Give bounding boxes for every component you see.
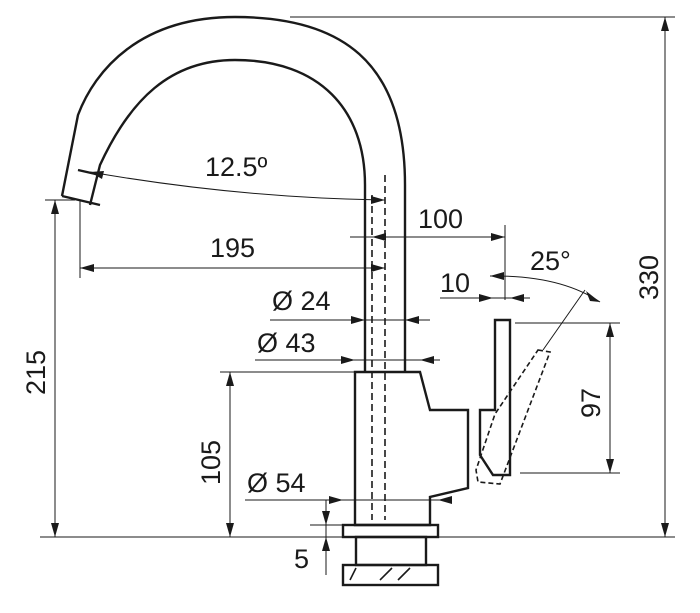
dim-handle-offset: 100 <box>350 204 506 300</box>
dim-outlet-height-label: 215 <box>21 350 51 395</box>
dim-handle-swing-label: 25° <box>530 246 571 276</box>
dim-body-height: 105 <box>196 371 355 537</box>
center-lines <box>40 16 675 538</box>
dim-spout-reach-label: 195 <box>210 233 255 263</box>
dim-total-height-label: 330 <box>634 255 664 300</box>
dim-base-gap-label: 5 <box>294 544 309 574</box>
dim-total-height: 330 <box>634 17 669 537</box>
base-nut <box>341 563 440 587</box>
spout-inner <box>88 58 367 372</box>
dim-outlet-height: 215 <box>21 199 75 537</box>
dim-handle-height: 97 <box>515 322 620 474</box>
faucet-outline <box>60 15 552 587</box>
dim-base-gap: 5 <box>294 500 343 575</box>
base-nut-hatch <box>349 567 411 581</box>
dim-handle-gap-label: 10 <box>440 268 470 298</box>
dim-collar-diameter: Ø 43 <box>255 328 440 364</box>
dim-spout-angle: 12.5º <box>89 152 386 204</box>
dim-handle-swing: 25° <box>489 246 601 351</box>
lever-swung <box>475 349 552 485</box>
dim-handle-height-label: 97 <box>576 388 606 418</box>
lever-handle <box>478 318 512 477</box>
base-collar <box>341 523 440 539</box>
dim-spout-reach: 195 <box>79 200 385 278</box>
dim-spout-angle-label: 12.5º <box>205 152 268 182</box>
base-stem <box>354 535 428 567</box>
dim-base-diameter-label: Ø 54 <box>247 468 306 498</box>
dim-base-diameter: Ø 54 <box>245 468 452 504</box>
dim-collar-diameter-label: Ø 43 <box>257 328 316 358</box>
dim-handle-gap: 10 <box>440 268 530 302</box>
dim-pipe-diameter-label: Ø 24 <box>272 286 331 316</box>
dim-handle-offset-label: 100 <box>418 204 463 234</box>
dim-body-height-label: 105 <box>196 440 226 485</box>
dim-pipe-diameter: Ø 24 <box>270 286 430 324</box>
spout-outer <box>60 15 407 372</box>
